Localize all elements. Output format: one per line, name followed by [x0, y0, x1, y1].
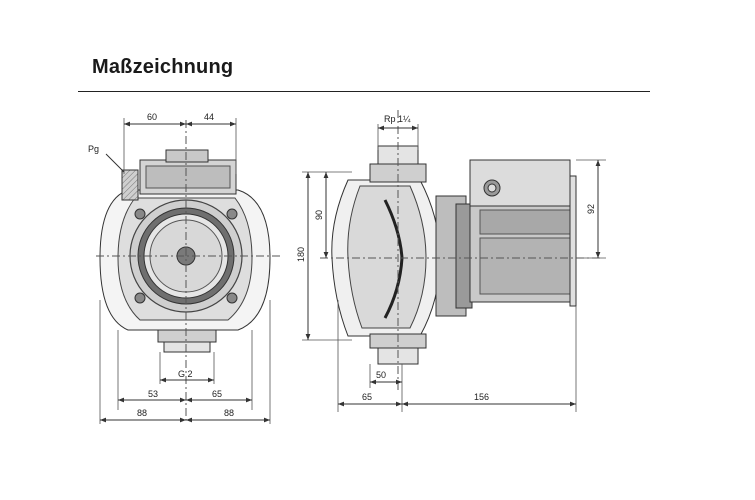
label-cable-gland: Pg — [88, 144, 99, 154]
dim-top-right: 44 — [204, 112, 214, 122]
label-thread-size: G 2 — [178, 369, 193, 379]
dim-half-height: 90 — [314, 210, 324, 220]
bottom-flange — [157, 329, 217, 343]
dim-flange-width: 50 — [376, 370, 386, 380]
dim-bottom-right-inner: 65 — [212, 389, 222, 399]
top-cap — [165, 149, 209, 163]
dim-base-left: 65 — [362, 392, 372, 402]
page-title: Maßzeichnung — [92, 56, 234, 78]
label-connection-thread: Rp 1¼ — [384, 114, 411, 124]
side-view — [302, 110, 606, 412]
motor-terminal-box — [469, 159, 571, 207]
dim-bottom-left-outer: 88 — [137, 408, 147, 418]
dim-bottom-right-outer: 88 — [224, 408, 234, 418]
title-divider — [78, 91, 650, 92]
front-view — [96, 118, 280, 424]
dim-top-left: 60 — [147, 112, 157, 122]
dim-bottom-left-inner: 53 — [148, 389, 158, 399]
dim-motor-height: 92 — [586, 204, 596, 214]
dim-motor-length: 156 — [474, 392, 489, 402]
dim-total-height: 180 — [296, 247, 306, 262]
cable-gland — [121, 169, 139, 201]
